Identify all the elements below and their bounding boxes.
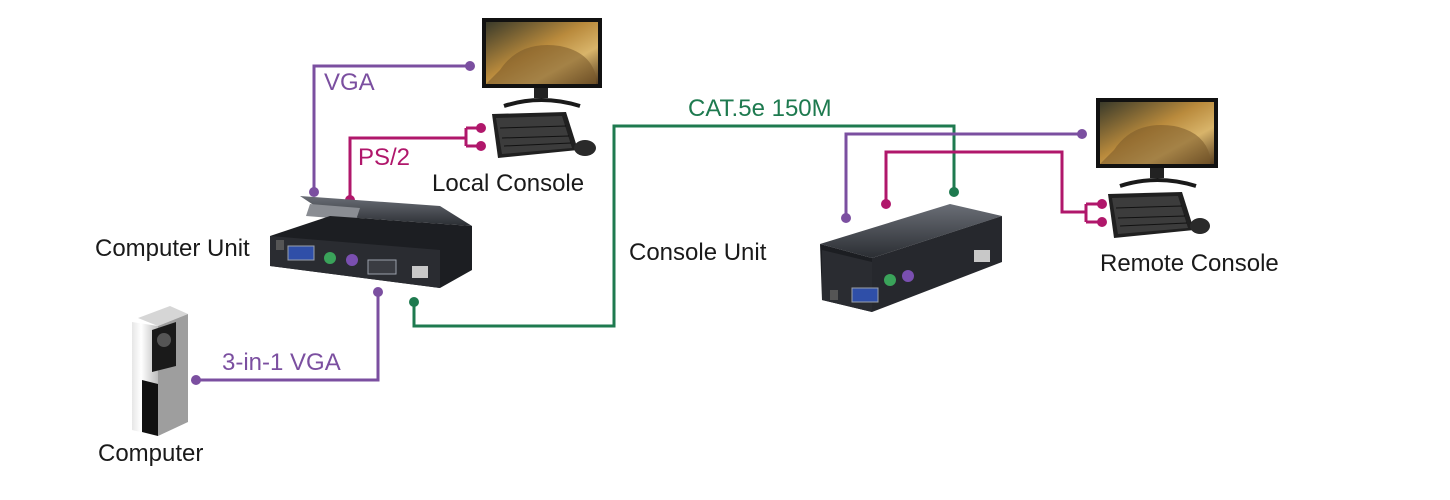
vga-cable-local-end-bottom [309,187,319,197]
local-console-label: Local Console [432,170,584,197]
remote-console-label: Remote Console [1100,250,1279,277]
ps2-cable-remote-end-b [1097,217,1107,227]
ps2-cable-local-end-b [476,141,486,151]
three-in-one-vga-label: 3-in-1 VGA [222,349,341,376]
three-in-one-vga-end-unit [373,287,383,297]
keyboard-mouse-icon [492,112,596,158]
ps2-cable-remote-end-a [1097,199,1107,209]
cat5e-end-console-unit [949,187,959,197]
monitor-icon [1096,98,1218,188]
three-in-one-vga-cable [196,292,380,382]
pc-tower-icon [132,306,188,436]
vga-cable-remote-end-unit [841,213,851,223]
vga-cable-remote-end-monitor [1077,129,1087,139]
keyboard-mouse-icon [1108,192,1210,238]
vga-cable-local [312,64,470,192]
vga-cable-local-end-top [465,61,475,71]
three-in-one-vga-end-pc [191,375,201,385]
vga-cable-remote [844,132,1082,218]
ps2-cable-local [348,126,481,200]
vga-cable-label: VGA [324,69,375,96]
cat5e-cable-label: CAT.5e 150M [688,95,832,122]
computer-unit-label: Computer Unit [95,235,250,262]
ps2-cable-local-end-a [476,123,486,133]
kvm-extender-icon [270,196,472,288]
console-unit-label: Console Unit [629,239,767,266]
kvm-extender-icon [820,204,1002,312]
ps2-cable-remote [884,150,1102,224]
monitor-icon [482,18,602,108]
ps2-cable-label: PS/2 [358,144,410,171]
cat5e-cable [412,124,956,328]
ps2-cable-remote-end-unit [881,199,891,209]
computer-label: Computer [98,440,203,467]
cat5e-end-computer-unit [409,297,419,307]
